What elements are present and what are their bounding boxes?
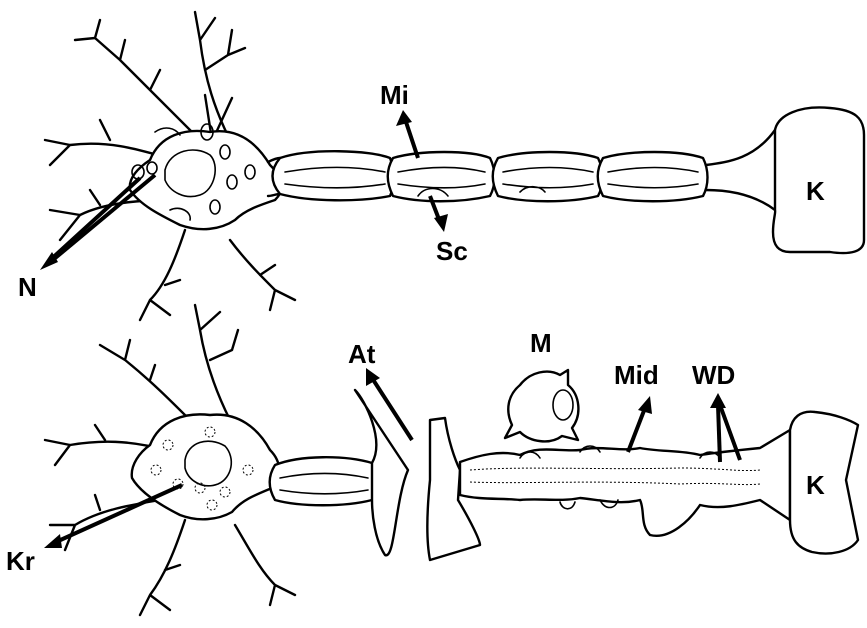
top-soma: [130, 131, 282, 229]
top-myelin-sheaths: [273, 151, 708, 201]
macrophage: [505, 370, 578, 441]
top-neuron: [45, 12, 864, 320]
label-At: At: [348, 339, 376, 369]
label-M: M: [530, 328, 552, 358]
label-N: N: [18, 272, 37, 302]
label-Sc: Sc: [436, 236, 468, 266]
bottom-neuron: [45, 305, 858, 615]
label-WD: WD: [692, 360, 735, 390]
label-K-bottom: K: [806, 470, 825, 500]
bottom-myelin-segment: [270, 457, 377, 505]
label-Mid: Mid: [614, 360, 659, 390]
label-K-top: K: [806, 176, 825, 206]
label-Kr: Kr: [6, 546, 35, 576]
degenerating-axon: [460, 430, 790, 536]
label-Mi: Mi: [380, 80, 409, 110]
